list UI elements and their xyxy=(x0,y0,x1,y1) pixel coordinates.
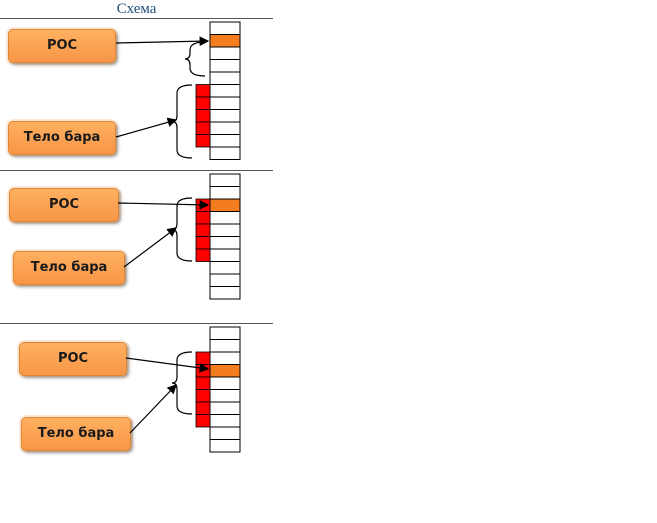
price-level-cell xyxy=(209,439,241,453)
price-level-cell xyxy=(209,146,241,160)
bar-body-cell xyxy=(195,414,211,428)
pointer-arrow xyxy=(117,200,210,210)
price-level-cell xyxy=(209,121,241,135)
price-level-cell xyxy=(209,389,241,403)
poc-label-box: POC xyxy=(9,188,119,222)
curly-bracket xyxy=(184,41,206,77)
panel-2: POC Тело бара xyxy=(0,171,273,323)
price-level-cell xyxy=(209,351,241,365)
price-level-cell xyxy=(209,248,241,262)
bar-body-cell xyxy=(195,236,211,250)
curly-bracket xyxy=(171,197,193,262)
diagram-title: Схема xyxy=(116,1,157,17)
price-level-cell xyxy=(209,236,241,250)
bar-body-cell xyxy=(195,84,211,98)
pointer-arrow xyxy=(115,36,210,46)
price-level-cell xyxy=(209,339,241,353)
panel-separator xyxy=(0,170,273,171)
pointer-arrow xyxy=(123,227,177,268)
pointer-arrow xyxy=(125,357,210,373)
price-level-cell xyxy=(209,59,241,73)
curly-bracket xyxy=(171,351,193,415)
bar-body-cell xyxy=(195,351,211,365)
poc-price-cell xyxy=(209,198,241,212)
title-separator xyxy=(0,18,273,19)
poc-label-box: POC xyxy=(8,29,116,63)
bar-body-cell xyxy=(195,109,211,123)
poc-label-box: POC xyxy=(19,342,127,376)
price-level-cell xyxy=(209,376,241,390)
bar-body-cell xyxy=(195,223,211,237)
price-level-cell xyxy=(209,286,241,300)
price-level-cell xyxy=(209,21,241,35)
bar-body-cell xyxy=(195,96,211,110)
price-level-cell xyxy=(209,96,241,110)
poc-price-cell xyxy=(209,364,241,378)
price-level-cell xyxy=(209,134,241,148)
price-level-cell xyxy=(209,46,241,60)
pointer-arrow xyxy=(115,117,178,138)
bar-body-cell xyxy=(195,376,211,390)
panel-separator xyxy=(0,323,273,324)
bar-body-label-box: Тело бара xyxy=(13,251,125,285)
bar-body-cell xyxy=(195,401,211,415)
price-level-cell xyxy=(209,261,241,275)
price-level-cell xyxy=(209,71,241,85)
price-level-cell xyxy=(209,426,241,440)
price-level-cell xyxy=(209,223,241,237)
pointer-arrow xyxy=(129,384,177,434)
price-level-cell xyxy=(209,211,241,225)
bar-body-label-box: Тело бара xyxy=(8,121,116,155)
price-level-cell xyxy=(209,186,241,200)
bar-body-label-box: Тело бара xyxy=(21,417,131,451)
bar-body-cell xyxy=(195,211,211,225)
price-level-cell xyxy=(209,84,241,98)
curly-bracket xyxy=(171,84,193,159)
bar-body-cell xyxy=(195,248,211,262)
bar-body-cell xyxy=(195,364,211,378)
panel-1: POC Тело бара xyxy=(0,0,273,170)
bar-body-cell xyxy=(195,134,211,148)
bar-body-cell xyxy=(195,121,211,135)
poc-price-cell xyxy=(209,34,241,48)
price-level-cell xyxy=(209,173,241,187)
price-level-cell xyxy=(209,109,241,123)
price-level-cell xyxy=(209,414,241,428)
price-level-cell xyxy=(209,401,241,415)
bar-body-cell xyxy=(195,389,211,403)
price-level-cell xyxy=(209,326,241,340)
panel-3: POC Тело бара xyxy=(0,324,273,484)
price-level-cell xyxy=(209,273,241,287)
